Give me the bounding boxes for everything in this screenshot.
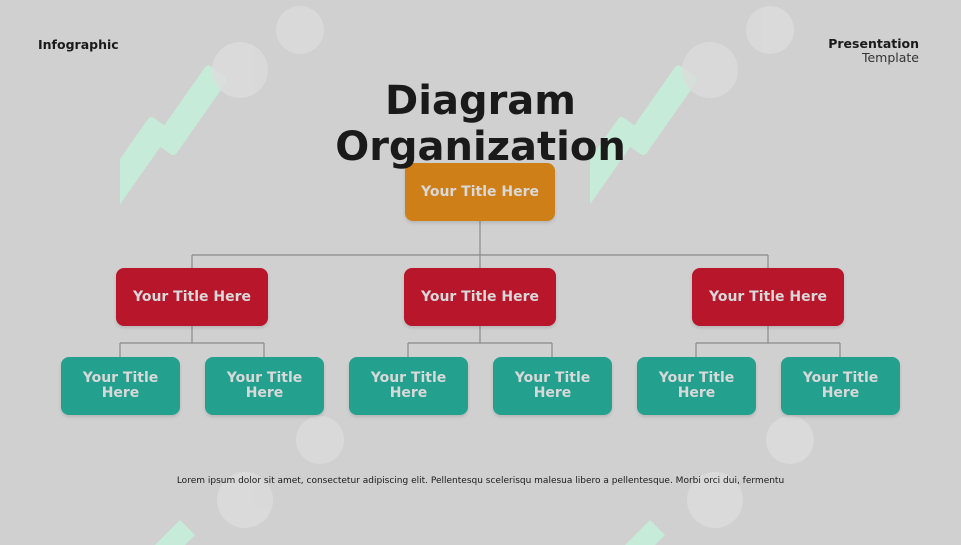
- org-node-leaf-1: Your Title Here: [61, 357, 180, 415]
- org-node-leaf-label: Your Title Here: [370, 370, 447, 401]
- org-node-leaf-label: Your Title Here: [514, 370, 591, 401]
- org-node-leaf-label: Your Title Here: [82, 370, 159, 401]
- org-node-branch-label: Your Title Here: [420, 289, 540, 305]
- org-node-branch-3: Your Title Here: [692, 268, 844, 326]
- header-label-presentation: Presentation Template: [828, 37, 919, 65]
- org-node-branch-2: Your Title Here: [404, 268, 556, 326]
- page-title-line2: Organization: [335, 124, 626, 170]
- org-node-leaf-3: Your Title Here: [349, 357, 468, 415]
- org-node-branch-label: Your Title Here: [132, 289, 252, 305]
- org-node-leaf-6: Your Title Here: [781, 357, 900, 415]
- header-label-presentation-bold: Presentation: [828, 36, 919, 51]
- org-node-leaf-5: Your Title Here: [637, 357, 756, 415]
- page-title-line1: Diagram: [385, 78, 576, 124]
- page-title: Diagram Organization: [0, 78, 961, 170]
- org-node-root: Your Title Here: [405, 163, 555, 221]
- org-node-leaf-4: Your Title Here: [493, 357, 612, 415]
- header-label-infographic: Infographic: [38, 37, 119, 52]
- org-node-leaf-label: Your Title Here: [658, 370, 735, 401]
- header-label-template: Template: [861, 50, 919, 65]
- org-node-leaf-label: Your Title Here: [226, 370, 303, 401]
- footer-description: Lorem ipsum dolor sit amet, consectetur …: [176, 476, 785, 486]
- org-node-branch-label: Your Title Here: [708, 289, 828, 305]
- org-node-leaf-label: Your Title Here: [802, 370, 879, 401]
- org-node-leaf-2: Your Title Here: [205, 357, 324, 415]
- org-node-root-label: Your Title Here: [420, 184, 540, 200]
- org-node-branch-1: Your Title Here: [116, 268, 268, 326]
